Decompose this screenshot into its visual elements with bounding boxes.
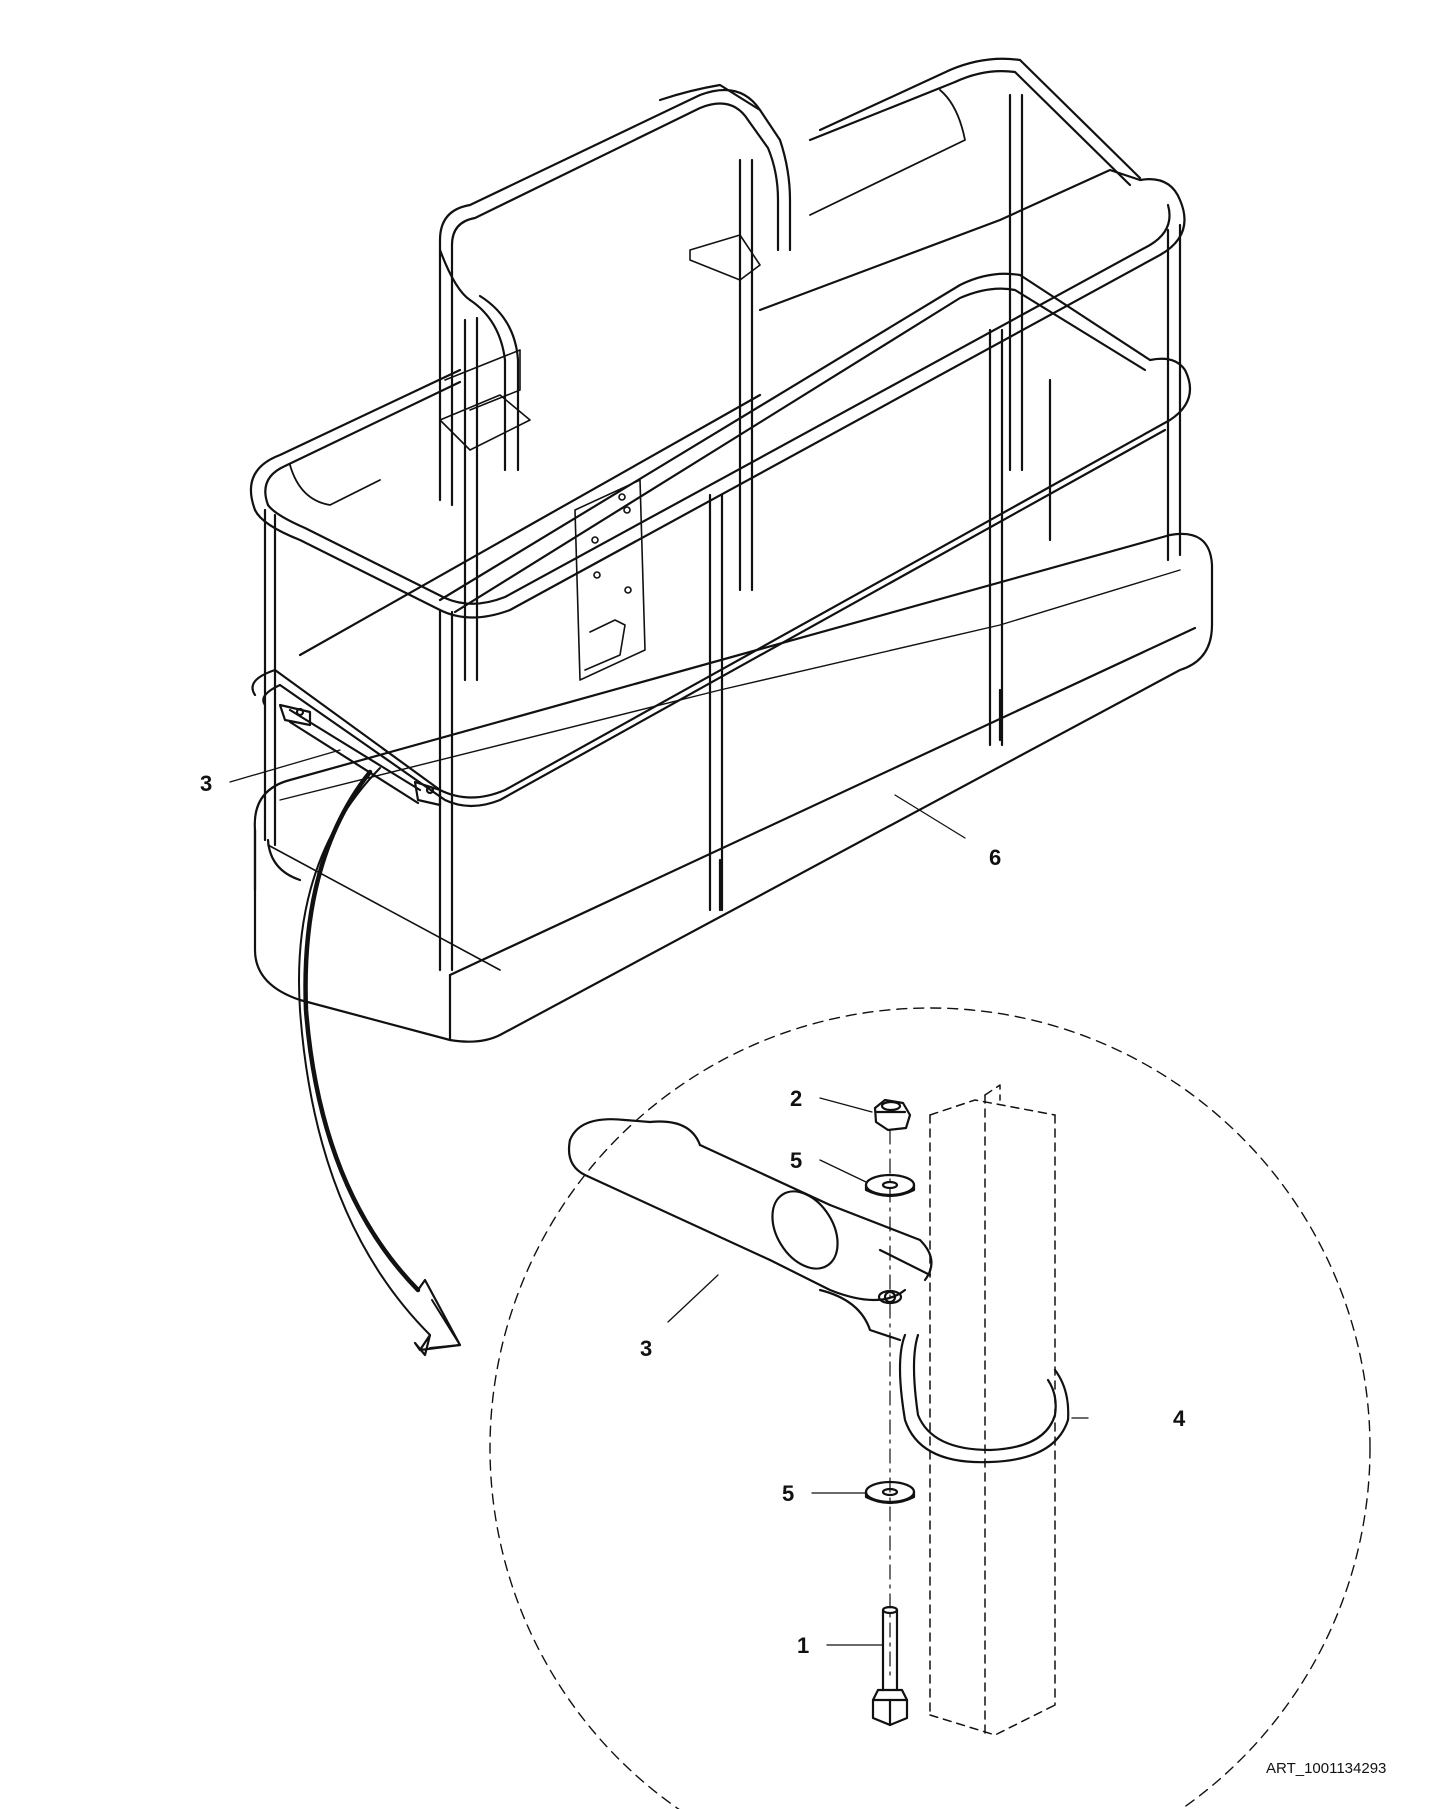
support-bar-detail [567, 1118, 933, 1342]
mid-rail [251, 272, 1192, 808]
top-rail [249, 57, 1186, 619]
detail-leaders [667, 1097, 1089, 1646]
support-bar-main [278, 703, 442, 807]
art-id-label: ART_1001134293 [1266, 1760, 1387, 1777]
washer-top [864, 1173, 916, 1198]
leader-6 [894, 794, 966, 839]
callout-5-bottom: 5 [782, 1481, 795, 1506]
callout-2: 2 [790, 1086, 803, 1111]
lock-nut [873, 1098, 912, 1132]
platform-basket [229, 57, 1214, 1043]
callout-1: 1 [797, 1633, 810, 1658]
detail-view [567, 1084, 1089, 1736]
callout-5-top: 5 [790, 1148, 803, 1173]
entry-gate-rail [438, 83, 792, 507]
washer-bottom [864, 1480, 916, 1505]
leader-3-main [229, 749, 341, 783]
vertical-posts [263, 93, 1182, 972]
hex-bolt [871, 1605, 909, 1727]
floor-kickplate [253, 532, 1214, 1043]
callout-3-detail: 3 [640, 1336, 653, 1361]
u-bolt [898, 1333, 1070, 1464]
mounting-plate [444, 234, 761, 681]
post-detail [929, 1084, 1056, 1736]
callout-4: 4 [1173, 1406, 1186, 1431]
detail-circle [489, 1007, 1371, 1809]
detail-arrow [298, 767, 462, 1357]
callout-3-main: 3 [200, 771, 213, 796]
callout-6: 6 [989, 845, 1002, 870]
